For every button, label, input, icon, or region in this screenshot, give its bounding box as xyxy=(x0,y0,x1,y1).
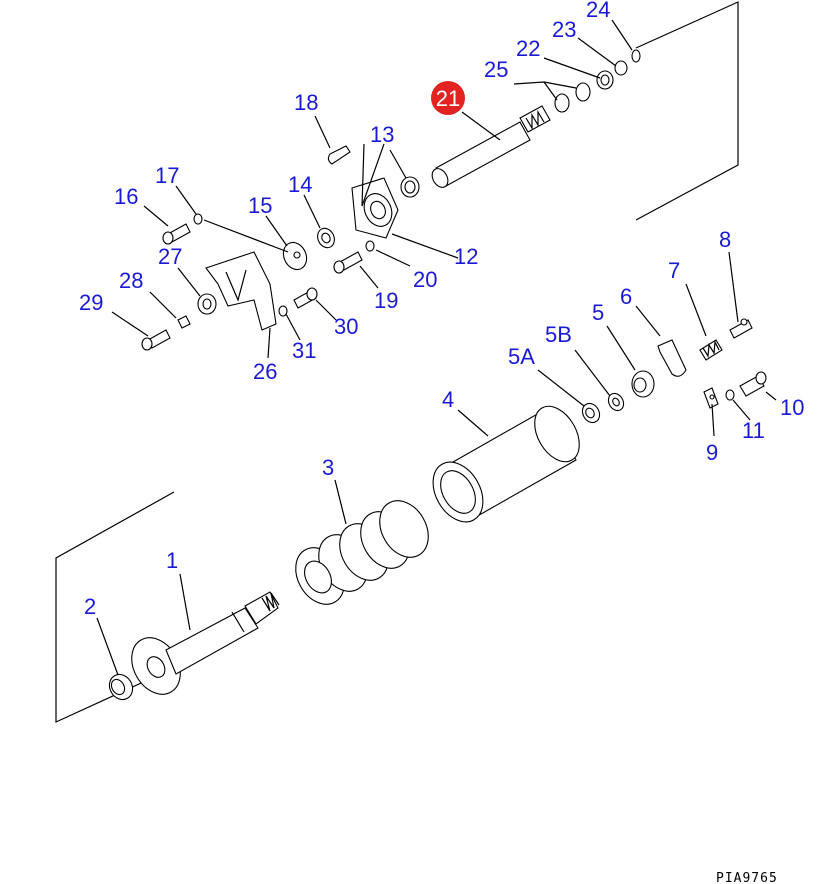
part-18-clip[interactable] xyxy=(327,145,351,165)
callout-4[interactable]: 4 xyxy=(442,387,454,412)
callout-19[interactable]: 19 xyxy=(374,288,398,313)
callout-13[interactable]: 13 xyxy=(370,122,394,147)
callout-29[interactable]: 29 xyxy=(79,290,103,315)
part-31-washer[interactable] xyxy=(278,305,288,317)
callout-24[interactable]: 24 xyxy=(586,0,610,22)
callout-10[interactable]: 10 xyxy=(780,395,804,420)
callout-30[interactable]: 30 xyxy=(334,314,358,339)
callout-labels: 1 2 3 4 5 5A 5B 6 7 8 9 10 11 12 13 14 1… xyxy=(79,0,804,619)
part-3-recoil-spring[interactable] xyxy=(286,492,438,613)
part-17-washer[interactable] xyxy=(193,213,203,225)
leader-lines xyxy=(96,19,777,676)
part-13-bushing[interactable] xyxy=(400,176,420,198)
callout-12[interactable]: 12 xyxy=(454,244,478,269)
callout-3[interactable]: 3 xyxy=(322,455,334,480)
callout-14[interactable]: 14 xyxy=(288,172,312,197)
callout-16[interactable]: 16 xyxy=(114,184,138,209)
part-22-nut[interactable] xyxy=(596,70,614,90)
callout-2[interactable]: 2 xyxy=(84,594,96,619)
part-12-housing[interactable] xyxy=(351,177,399,239)
part-26-bracket[interactable] xyxy=(205,251,277,331)
part-8-grease-nipple[interactable] xyxy=(729,318,753,339)
part-6-clip[interactable] xyxy=(657,339,687,377)
highlight-badge-21[interactable]: 21 xyxy=(431,81,465,115)
part-25-seal-set[interactable] xyxy=(554,82,591,113)
part-27-spacer[interactable] xyxy=(197,293,217,315)
part-28-nut[interactable] xyxy=(177,315,191,329)
callout-15[interactable]: 15 xyxy=(248,193,272,218)
part-29-bolt[interactable] xyxy=(141,329,171,351)
part-10-bolt[interactable] xyxy=(739,371,767,397)
part-2-ring[interactable] xyxy=(105,670,137,704)
part-23-washer[interactable] xyxy=(614,60,628,76)
part-5a-seal[interactable] xyxy=(579,400,603,425)
part-20-washer[interactable] xyxy=(365,240,375,252)
drawing-code: PIA9765 xyxy=(716,871,778,884)
frame-lines xyxy=(55,1,739,723)
callout-22[interactable]: 22 xyxy=(516,36,540,61)
callout-5[interactable]: 5 xyxy=(592,300,604,325)
callout-9[interactable]: 9 xyxy=(706,440,718,465)
part-19-bolt[interactable] xyxy=(333,251,363,274)
part-24-snap-ring[interactable] xyxy=(631,49,641,63)
part-9-bracket[interactable] xyxy=(703,387,719,409)
callout-5a[interactable]: 5A xyxy=(508,344,535,369)
callout-27[interactable]: 27 xyxy=(158,244,182,269)
part-30-bolt[interactable] xyxy=(293,287,318,309)
callout-28[interactable]: 28 xyxy=(119,268,143,293)
part-16-bolt[interactable] xyxy=(162,223,191,245)
callout-8[interactable]: 8 xyxy=(719,227,731,252)
part-5-nut[interactable] xyxy=(631,370,655,398)
part-4-cylinder[interactable] xyxy=(423,399,589,531)
callout-25[interactable]: 25 xyxy=(484,57,508,82)
part-14-seal[interactable] xyxy=(315,226,338,251)
callout-17[interactable]: 17 xyxy=(155,163,179,188)
callout-7[interactable]: 7 xyxy=(668,258,680,283)
part-5b-washer[interactable] xyxy=(605,391,626,414)
callout-1[interactable]: 1 xyxy=(166,548,178,573)
part-1-yoke-shaft[interactable] xyxy=(122,591,280,703)
callout-6[interactable]: 6 xyxy=(620,284,632,309)
callout-26[interactable]: 26 xyxy=(253,359,277,384)
callout-23[interactable]: 23 xyxy=(552,17,576,42)
part-11-washer[interactable] xyxy=(725,389,735,401)
callout-31[interactable]: 31 xyxy=(292,338,316,363)
part-21-rod[interactable] xyxy=(429,105,551,190)
part-15-plate[interactable] xyxy=(279,239,311,274)
part-7-fitting[interactable] xyxy=(699,339,723,361)
highlight-badge-label: 21 xyxy=(436,86,460,111)
callout-20[interactable]: 20 xyxy=(413,267,437,292)
callout-11[interactable]: 11 xyxy=(742,418,765,443)
callout-18[interactable]: 18 xyxy=(294,90,318,115)
callout-5b[interactable]: 5B xyxy=(545,322,572,347)
